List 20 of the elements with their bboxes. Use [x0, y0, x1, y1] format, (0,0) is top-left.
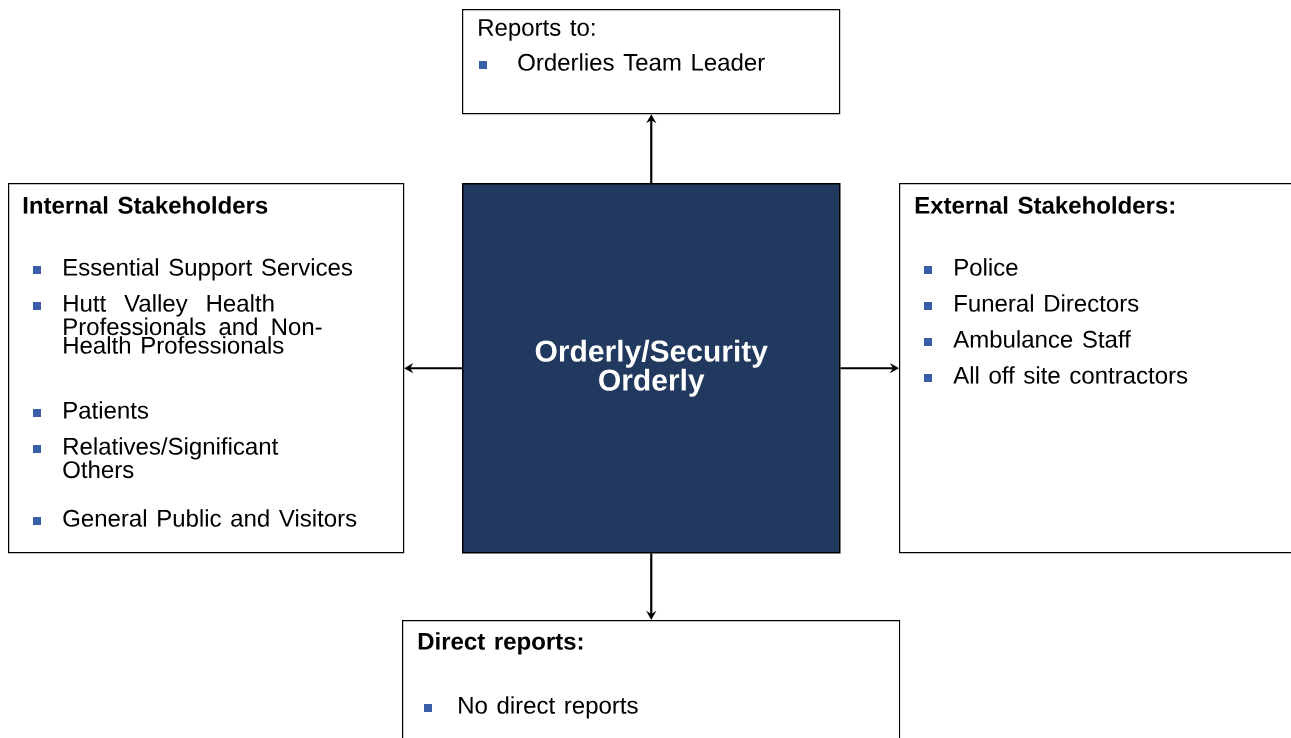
text-box — [462, 9, 841, 115]
list-item: General Public and Visitors — [33, 509, 357, 527]
title-box: Orderly/Security Orderly — [462, 183, 841, 554]
heading: Reports to: — [479, 19, 595, 41]
text-box — [402, 620, 901, 738]
list-item: Patients — [33, 401, 149, 419]
list-item: All off site contractors — [924, 366, 1188, 384]
heading: Internal Stakeholders — [23, 196, 268, 214]
list-item: No direct reports — [424, 696, 638, 719]
heading: External Stakeholders: — [915, 196, 1174, 214]
text-box — [899, 183, 1291, 554]
list-item: Police — [924, 258, 1018, 276]
list-item: Ambulance Staff — [924, 330, 1131, 348]
text-box — [8, 183, 405, 554]
list-item: Hutt Valley Health Professionals and Non-Health Professionals — [33, 294, 322, 354]
list-item: Relatives/Significant Others — [33, 437, 279, 479]
list-item: Essential Support Services — [33, 258, 353, 281]
list-item: Orderlies Team Leader — [479, 53, 765, 71]
list-item: Funeral Directors — [924, 294, 1139, 312]
heading: Direct reports: — [418, 632, 583, 655]
